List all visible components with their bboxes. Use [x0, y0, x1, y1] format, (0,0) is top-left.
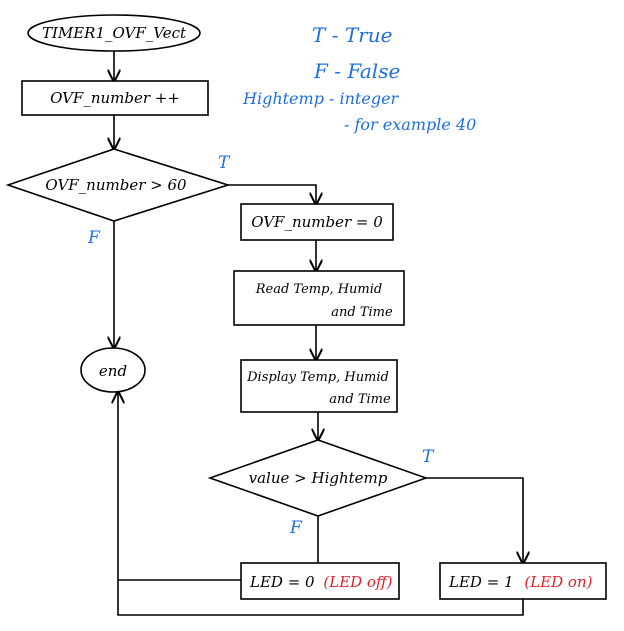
arrow-decision2-true — [426, 477, 523, 563]
read-label-line2: and Time — [331, 305, 393, 320]
arrow-ledon-end — [117, 580, 524, 616]
arrow-ledoff-end — [118, 392, 241, 581]
decision2-false-label: F — [289, 518, 303, 538]
display-label-line1: Display Temp, Humid — [246, 370, 389, 385]
start-label: TIMER1_OVF_Vect — [42, 24, 187, 42]
led-off-main: LED = 0 — [249, 573, 315, 591]
increment-label: OVF_number ++ — [50, 89, 180, 107]
display-label-line2: and Time — [329, 392, 391, 407]
led-off-label: LED = 0 (LED off) — [249, 573, 393, 591]
end-oval — [80, 347, 146, 393]
led-on-box — [439, 562, 607, 600]
led-off-note: (LED off) — [323, 573, 392, 591]
end-label: end — [99, 362, 127, 380]
read-label-line1: Read Temp, Humid — [255, 282, 382, 297]
reset-box — [240, 203, 394, 241]
legend-false: F - False — [313, 59, 400, 83]
legend-true: T - True — [312, 23, 392, 47]
legend-example: - for example 40 — [344, 115, 476, 134]
led-on-note: (LED on) — [524, 573, 592, 591]
legend-hightemp: Hightemp - integer — [242, 89, 400, 108]
led-off-box — [240, 562, 400, 600]
decision1-label: OVF_number > 60 — [45, 176, 187, 194]
reset-label: OVF_number = 0 — [251, 213, 383, 231]
decision2-label: value > Hightemp — [249, 469, 388, 487]
led-on-main: LED = 1 — [448, 573, 514, 591]
led-on-label: LED = 1 (LED on) — [448, 573, 593, 591]
decision1-true-label: T — [218, 153, 231, 173]
decision1-false-label: F — [87, 228, 101, 248]
read-box — [233, 270, 405, 326]
display-box — [240, 359, 398, 413]
arrow-decision1-true — [228, 184, 316, 204]
decision2-true-label: T — [422, 447, 435, 467]
increment-box — [21, 80, 209, 116]
